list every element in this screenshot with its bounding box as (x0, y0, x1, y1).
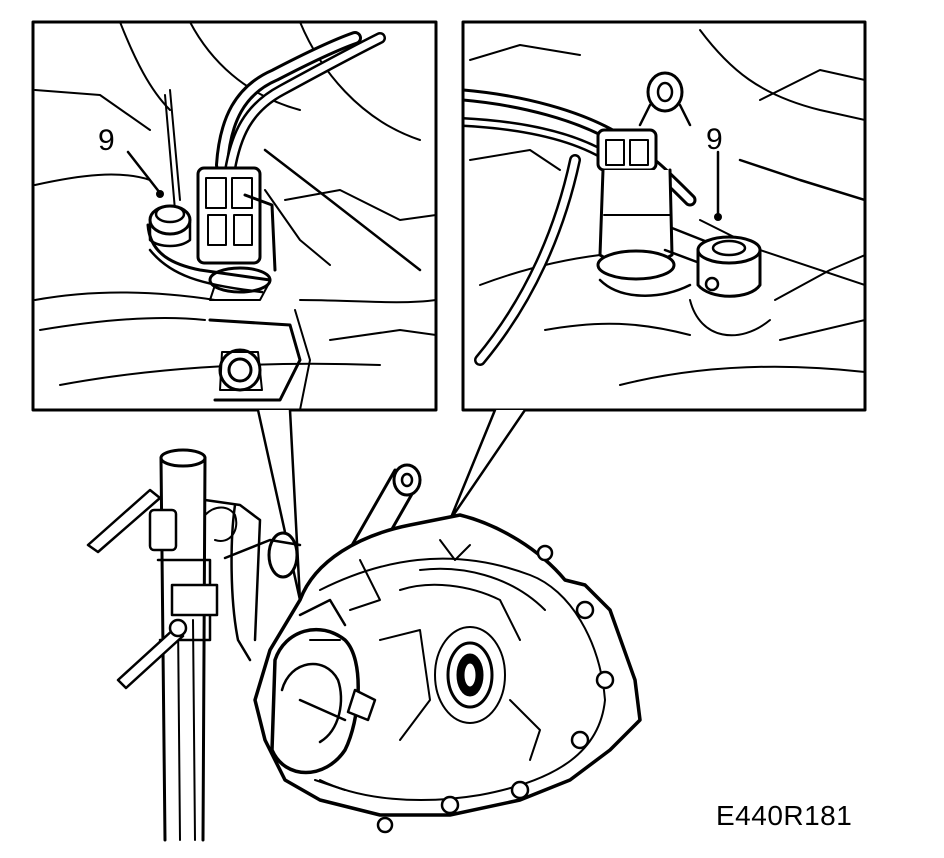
gearbox-assembly (86, 448, 642, 842)
gearbox-housing (253, 513, 642, 834)
figure-reference-code: E440R181 (716, 800, 853, 831)
detail-right-drawing (463, 29, 865, 386)
stand-column (86, 448, 302, 842)
detail-left-drawing (34, 22, 436, 410)
callout-number-9-right: 9 (706, 123, 723, 156)
detail-frame-left (31, 20, 438, 412)
callout-number-9-left: 9 (98, 124, 115, 157)
detail-frame-right (461, 20, 867, 412)
detail-panel-left: 9 (31, 20, 438, 412)
detail-panel-right: 9 (461, 20, 867, 412)
leader-line-9-left (126, 150, 162, 195)
